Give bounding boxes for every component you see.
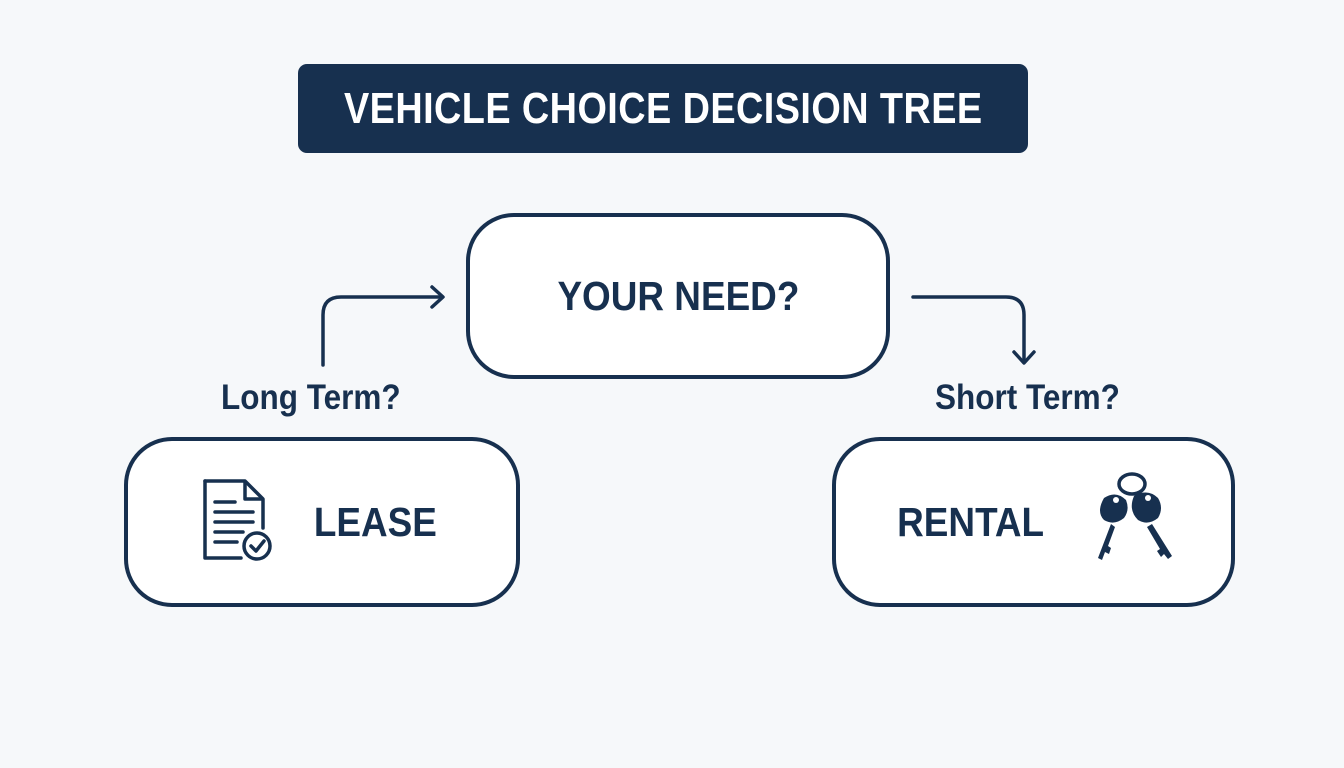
connector-long-term bbox=[321, 295, 443, 367]
arrowhead-short-term bbox=[1012, 350, 1036, 365]
document-check-icon bbox=[201, 478, 273, 567]
title-banner: VEHICLE CHOICE DECISION TREE bbox=[298, 64, 1028, 153]
rental-node-label: RENTAL bbox=[897, 498, 1044, 545]
diagram-title: VEHICLE CHOICE DECISION TREE bbox=[343, 83, 983, 133]
lease-node: LEASE bbox=[124, 437, 520, 607]
lease-node-label: LEASE bbox=[313, 498, 437, 545]
long-term-condition: Long Term? bbox=[221, 378, 401, 417]
connector-short-term bbox=[911, 295, 1026, 364]
root-node: YOUR NEED? bbox=[466, 213, 890, 379]
car-keys-icon bbox=[1086, 470, 1178, 575]
rental-node: RENTAL bbox=[832, 437, 1235, 607]
short-term-condition: Short Term? bbox=[935, 378, 1120, 417]
root-node-label: YOUR NEED? bbox=[557, 272, 799, 319]
arrowhead-long-term bbox=[430, 285, 445, 309]
